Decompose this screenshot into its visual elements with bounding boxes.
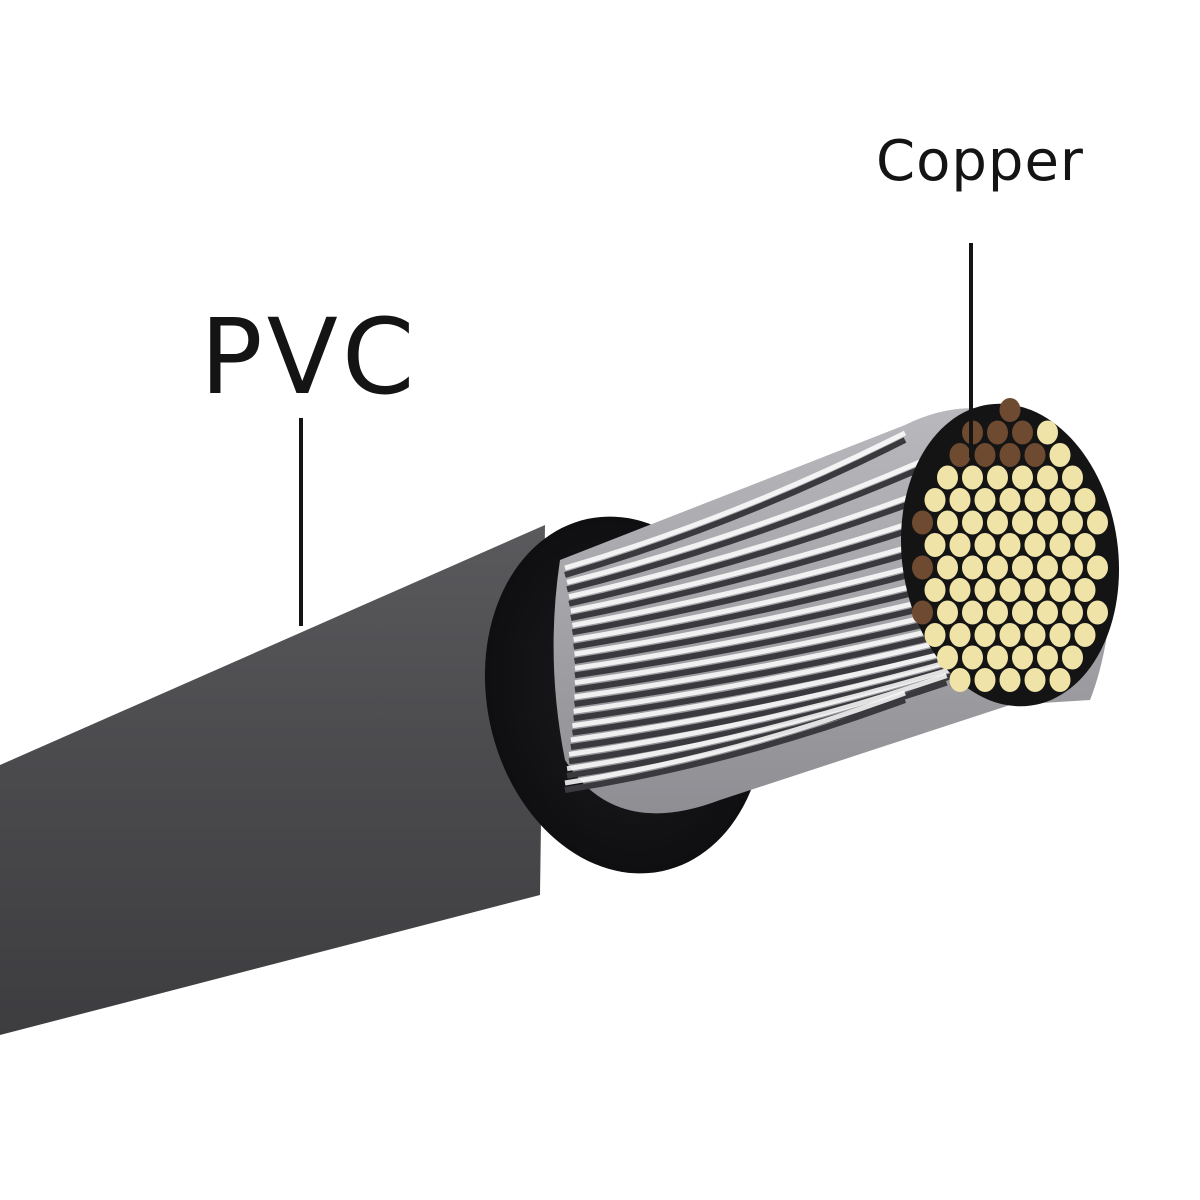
strand-end [1062, 555, 1083, 580]
strand-end [1024, 668, 1046, 692]
strand-end [987, 465, 1008, 490]
strand-end [1074, 623, 1096, 647]
strand-end [987, 645, 1008, 670]
strand-end [949, 488, 971, 512]
strand-end [937, 555, 958, 580]
strand-end [1049, 623, 1071, 647]
strand-end [1024, 443, 1046, 467]
strand-end [1037, 465, 1058, 490]
strand-highlight [568, 655, 988, 757]
strand-end [1024, 578, 1046, 602]
strand-end [1049, 578, 1071, 602]
strand-end [912, 555, 933, 580]
strand-end [1037, 600, 1058, 625]
strand-end [987, 555, 1008, 580]
copper-leader-line [969, 243, 973, 458]
copper-conductor [553, 398, 1120, 814]
strand-end [974, 488, 996, 512]
strand-end [1074, 533, 1096, 557]
strand-end [949, 623, 971, 647]
strand-end [949, 578, 971, 602]
strand-end [1024, 488, 1046, 512]
strand-end [1049, 668, 1071, 692]
strand-end [1074, 578, 1096, 602]
strand-shadow [566, 679, 948, 779]
strand-end [1037, 420, 1058, 445]
strand-end [999, 488, 1021, 512]
strand-end [924, 533, 946, 557]
strand-end [974, 443, 996, 467]
strand-end [1062, 600, 1083, 625]
strand-end [1012, 555, 1033, 580]
strand-end [1037, 645, 1058, 670]
strand-end [974, 623, 996, 647]
strand-end [1087, 510, 1108, 535]
strand-end [974, 578, 996, 602]
strand-end [949, 443, 971, 467]
strand-end [962, 555, 983, 580]
strand-end [999, 578, 1021, 602]
strand-end [1012, 420, 1033, 445]
strand-end [924, 488, 946, 512]
strand-end [962, 465, 983, 490]
strand-end [999, 668, 1021, 692]
strand-end [962, 510, 983, 535]
copper-label: Copper [876, 129, 1084, 194]
strand-end [999, 623, 1021, 647]
strand-end [912, 600, 933, 625]
strand-highlight [566, 448, 948, 585]
strand-end [937, 645, 958, 670]
strand-end [1024, 623, 1046, 647]
strand-end [974, 668, 996, 692]
strand-end [987, 420, 1008, 445]
strand-end [1012, 645, 1033, 670]
strand-end [924, 578, 946, 602]
strand-end [949, 668, 971, 692]
strand-end [1074, 488, 1096, 512]
strand-end [912, 510, 933, 535]
strand-end [1062, 465, 1083, 490]
pvc-leader-line [299, 418, 303, 626]
strand-end [1087, 600, 1108, 625]
strand-end [962, 600, 983, 625]
strand-shadow [564, 437, 907, 578]
strand-end [937, 465, 958, 490]
strand-end [1062, 645, 1083, 670]
strand-highlight [566, 673, 948, 772]
strand-end [1037, 510, 1058, 535]
strand-end [1062, 510, 1083, 535]
strand-end [962, 645, 983, 670]
strand-end [987, 510, 1008, 535]
strand-end [1037, 555, 1058, 580]
strand-end [1012, 600, 1033, 625]
strand-shadow [564, 697, 907, 793]
strand-end [999, 398, 1021, 422]
strand-end [1012, 510, 1033, 535]
strand-end [1087, 555, 1108, 580]
strand-end [999, 533, 1021, 557]
strand-highlight [564, 690, 906, 786]
strand-end [1049, 533, 1071, 557]
strand-end [937, 510, 958, 535]
pvc-label: PVC [200, 296, 419, 418]
strand-end [1024, 533, 1046, 557]
strand-shadow [566, 454, 948, 593]
strand-end [1049, 488, 1071, 512]
strand-highlight [564, 430, 907, 571]
strand-end [987, 600, 1008, 625]
strand-end [1049, 443, 1071, 467]
strand-end [937, 600, 958, 625]
strand-end [974, 533, 996, 557]
strand-end [949, 533, 971, 557]
strand-end [924, 623, 946, 647]
strand-end [1012, 465, 1033, 490]
conductor-strand-ends [900, 398, 1120, 707]
strand-end [999, 443, 1021, 467]
